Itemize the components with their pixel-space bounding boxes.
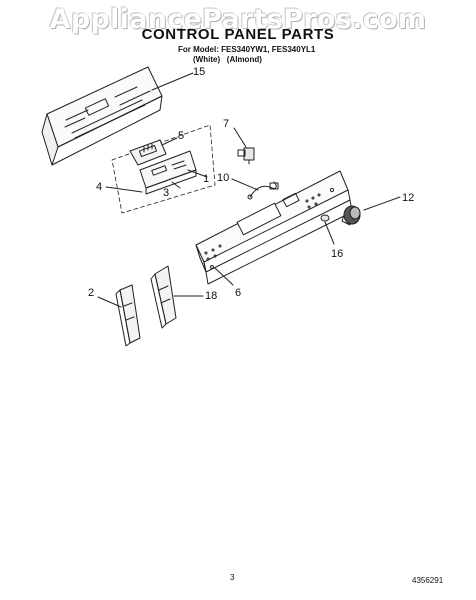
leader-2 <box>97 296 122 308</box>
part-10-wire-harness <box>247 181 279 200</box>
color-white-label: (White) <box>193 55 221 64</box>
part-12-knob <box>341 205 361 226</box>
callout-7: 7 <box>223 118 229 130</box>
leader-4 <box>105 186 143 193</box>
leader-3 <box>171 181 181 189</box>
page-number: 3 <box>230 573 235 582</box>
leader-6 <box>214 267 234 286</box>
callout-10: 10 <box>217 172 229 184</box>
callout-4: 4 <box>96 181 102 193</box>
callout-16: 16 <box>331 248 343 260</box>
model-line: For Model: FES340YW1, FES340YL1 <box>178 45 316 54</box>
document-number: 4356291 <box>412 576 444 585</box>
part-4-control-board <box>139 150 197 195</box>
part-7-switch <box>237 147 255 165</box>
subassembly-box-4 <box>111 124 216 214</box>
leader-5 <box>161 137 178 146</box>
callout-18: 18 <box>205 290 217 302</box>
part-5-bracket <box>129 139 167 166</box>
leader-7 <box>233 127 247 148</box>
callout-5: 5 <box>178 130 184 142</box>
callout-15: 15 <box>193 66 205 78</box>
leader-1 <box>187 169 208 178</box>
part-6-control-panel <box>195 170 353 285</box>
leader-15 <box>151 72 194 91</box>
callout-6: 6 <box>235 287 241 299</box>
leader-10 <box>231 178 259 191</box>
part-2-end-cap <box>115 284 141 347</box>
color-line: (White) (Almond) <box>193 55 262 64</box>
part-15-rear-panel <box>41 66 163 166</box>
watermark-logo: AppliancePartsPros.com <box>49 4 427 35</box>
callout-2: 2 <box>88 287 94 299</box>
leader-12 <box>363 196 401 211</box>
page-title: CONTROL PANEL PARTS <box>141 26 335 43</box>
part-16-plug <box>320 214 330 222</box>
leader-16 <box>324 221 335 245</box>
color-almond-label: (Almond) <box>226 55 262 64</box>
callout-12: 12 <box>402 192 414 204</box>
callout-3: 3 <box>163 187 169 199</box>
callout-1: 1 <box>203 173 209 185</box>
part-18-end-cap <box>150 265 177 329</box>
